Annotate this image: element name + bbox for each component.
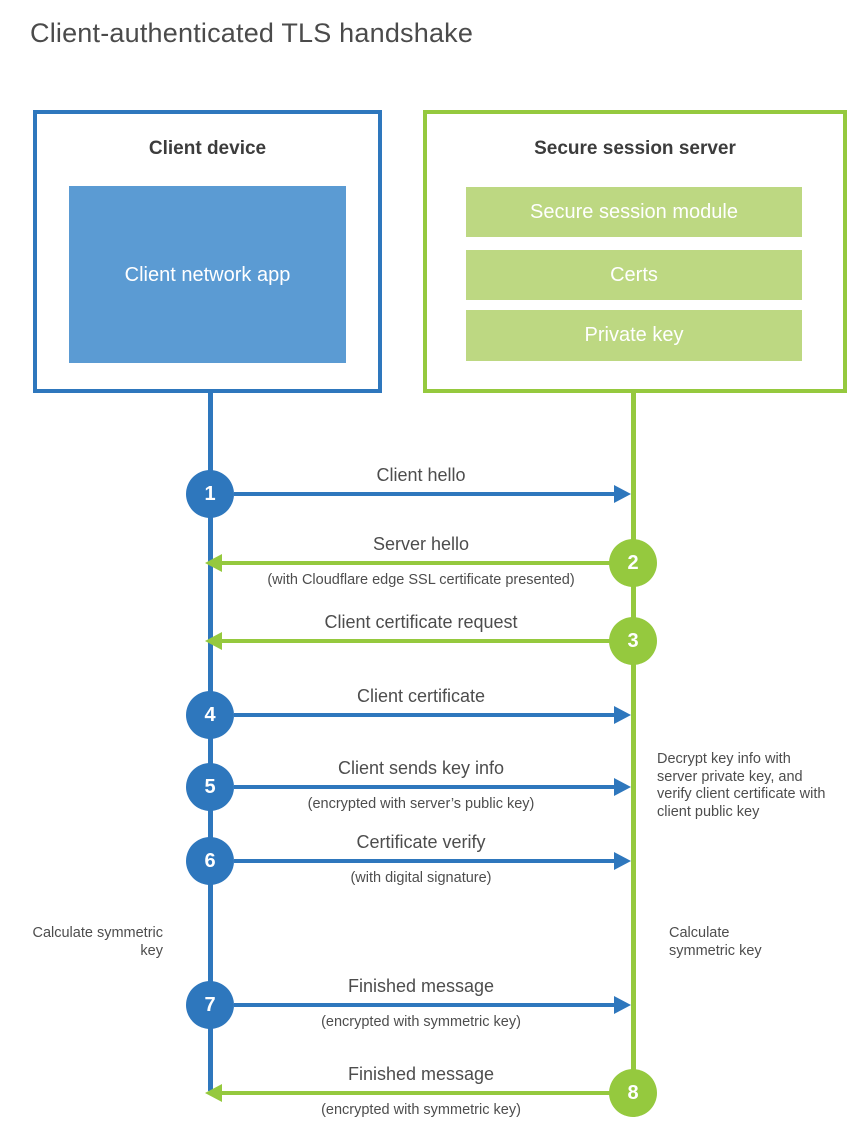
calculate-symmetric-key-note-left: Calculate symmetric key — [32, 925, 163, 959]
step-number: 2 — [627, 551, 639, 574]
message-label-3: Client certificate request — [324, 612, 518, 632]
server-lifeline — [631, 391, 636, 1093]
arrow-head-left-icon — [205, 632, 222, 650]
message-label-6: Certificate verify — [356, 832, 486, 852]
message-sublabel-8: (encrypted with symmetric key) — [321, 1102, 521, 1118]
arrow-head-left-icon — [205, 554, 222, 572]
arrow-head-right-icon — [614, 996, 631, 1014]
step-number: 5 — [204, 775, 216, 798]
arrow-shaft-4 — [234, 713, 614, 717]
arrow-shaft-1 — [234, 492, 614, 496]
step-circle-8: 8 — [609, 1069, 657, 1117]
message-sublabel-7: (encrypted with symmetric key) — [321, 1014, 521, 1030]
client-network-app-box: Client network app — [69, 186, 346, 363]
message-label-2: Server hello — [372, 534, 470, 554]
client-lifeline — [208, 391, 213, 1091]
arrow-shaft-5 — [234, 785, 614, 789]
message-label-7: Finished message — [347, 976, 495, 996]
decrypt-key-info-note: Decrypt key info with server private key… — [657, 751, 826, 820]
server-module-bar-private-key: Private key — [466, 310, 802, 361]
arrow-shaft-7 — [234, 1003, 614, 1007]
step-circle-4: 4 — [186, 691, 234, 739]
client-device-title: Client device — [148, 138, 267, 159]
calculate-symmetric-key-note-right: Calculate symmetric key — [669, 925, 762, 959]
arrow-head-right-icon — [614, 706, 631, 724]
secure-session-server-title: Secure session server — [534, 138, 736, 159]
step-circle-7: 7 — [186, 981, 234, 1029]
step-number: 1 — [204, 482, 216, 505]
arrow-head-right-icon — [614, 778, 631, 796]
message-label-4: Client certificate — [356, 686, 486, 706]
arrow-shaft-8 — [222, 1091, 610, 1095]
server-module-bar-certs: Certs — [466, 250, 802, 300]
message-sublabel-6: (with digital signature) — [350, 870, 492, 886]
step-number: 8 — [627, 1081, 639, 1104]
server-module-bar-secure-session-module: Secure session module — [466, 187, 802, 237]
step-number: 7 — [204, 993, 216, 1016]
message-label-5: Client sends key info — [337, 758, 505, 778]
step-circle-2: 2 — [609, 539, 657, 587]
arrow-head-left-icon — [205, 1084, 222, 1102]
step-number: 3 — [627, 629, 639, 652]
arrow-head-right-icon — [614, 485, 631, 503]
server-module-label: Private key — [584, 324, 684, 346]
arrow-head-right-icon — [614, 852, 631, 870]
step-number: 6 — [204, 849, 216, 872]
message-label-8: Finished message — [347, 1064, 495, 1084]
message-sublabel-5: (encrypted with server’s public key) — [307, 796, 535, 812]
message-label-1: Client hello — [376, 465, 466, 485]
step-circle-6: 6 — [186, 837, 234, 885]
server-module-label: Secure session module — [530, 200, 738, 223]
server-module-label: Certs — [610, 263, 658, 286]
step-number: 4 — [204, 703, 216, 726]
arrow-shaft-6 — [234, 859, 614, 863]
step-circle-3: 3 — [609, 617, 657, 665]
arrow-shaft-3 — [222, 639, 610, 643]
arrow-shaft-2 — [222, 561, 610, 565]
step-circle-5: 5 — [186, 763, 234, 811]
step-circle-1: 1 — [186, 470, 234, 518]
page-title: Client-authenticated TLS handshake — [30, 18, 474, 48]
client-network-app-label: Client network app — [124, 263, 291, 286]
message-sublabel-2: (with Cloudflare edge SSL certificate pr… — [267, 572, 575, 588]
